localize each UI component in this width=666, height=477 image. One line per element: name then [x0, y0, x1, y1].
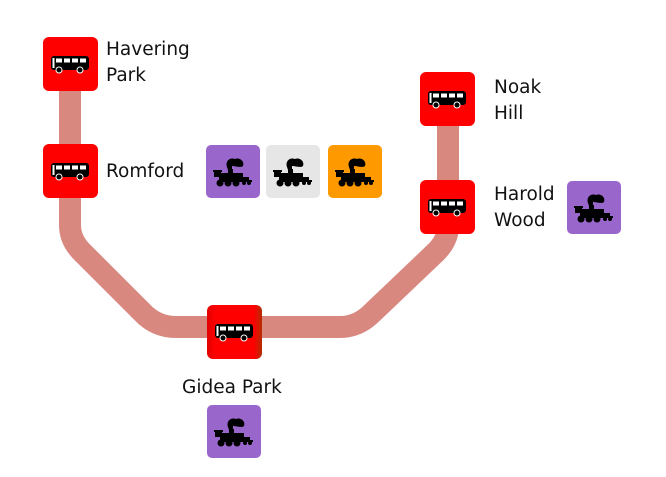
label-line: Gidea Park — [182, 377, 282, 398]
bus-icon — [214, 323, 254, 342]
label-line: Havering — [106, 39, 190, 60]
label-line: Hill — [494, 103, 524, 124]
rail-interchange-romford-orange[interactable] — [328, 145, 382, 198]
rail-interchange-harold-wood[interactable] — [567, 181, 621, 234]
station-label-gidea-park: Gidea Park — [182, 375, 282, 401]
steam-train-icon — [574, 194, 613, 223]
steam-train-icon — [335, 158, 374, 187]
station-label-havering-park: Havering Park — [106, 37, 190, 89]
label-line: Harold — [494, 184, 555, 205]
station-label-romford: Romford — [106, 159, 184, 185]
label-line: Wood — [494, 210, 546, 231]
rail-interchange-romford-purple[interactable] — [206, 145, 260, 198]
bus-stop-romford[interactable] — [43, 144, 98, 198]
bus-stop-noak-hill[interactable] — [420, 72, 475, 126]
rail-interchange-romford-grey[interactable] — [266, 145, 320, 198]
station-label-noak-hill: Noak Hill — [494, 75, 541, 127]
bus-stop-havering-park[interactable] — [43, 37, 98, 91]
label-line: Noak — [494, 77, 542, 98]
label-line: Park — [106, 65, 146, 86]
bus-stop-harold-wood[interactable] — [420, 180, 475, 234]
bus-icon — [50, 162, 90, 181]
bus-stop-gidea-park[interactable] — [207, 305, 262, 359]
station-label-harold-wood: Harold Wood — [494, 182, 555, 234]
steam-train-icon — [214, 418, 253, 447]
steam-train-icon — [273, 158, 312, 187]
rail-interchange-gidea-park[interactable] — [207, 405, 261, 458]
bus-icon — [427, 198, 467, 217]
bus-icon — [427, 90, 467, 109]
bus-icon — [50, 55, 90, 74]
label-line: Romford — [106, 161, 185, 182]
steam-train-icon — [213, 158, 252, 187]
